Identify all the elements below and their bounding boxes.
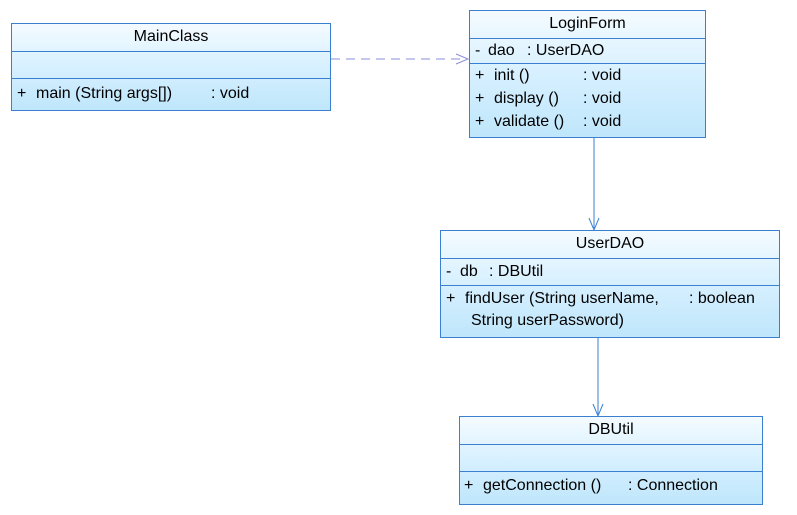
class-name: UserDAO [575, 235, 645, 252]
operation-return-type: : void [583, 90, 622, 107]
operation-return-type: : boolean [689, 290, 755, 307]
operation-visibility: + [464, 477, 474, 494]
class-userdao[interactable]: UserDAO - db : DBUtil + findUser (String… [440, 230, 780, 338]
attribute-type: : DBUtil [489, 263, 544, 280]
operation-visibility: + [17, 85, 27, 102]
attributes-compartment [12, 51, 330, 78]
operation-signature: main (String args[]) [36, 85, 173, 102]
operation-return-type: : Connection [628, 477, 718, 494]
attribute-name: dao [488, 42, 515, 59]
operation-return-type: : void [583, 67, 622, 84]
class-name: MainClass [133, 28, 209, 45]
attributes-compartment [460, 444, 762, 471]
operations-compartment: + findUser (String userName, : boolean S… [441, 285, 779, 337]
operations-compartment: + getConnection () : Connection [460, 471, 762, 504]
class-mainclass[interactable]: MainClass + main (String args[]) : void [11, 23, 331, 111]
operation-return-type: : void [583, 113, 622, 130]
operation-visibility: + [475, 113, 485, 130]
operation-signature: validate () [494, 113, 565, 130]
attributes-compartment: - dao : UserDAO [470, 38, 705, 63]
operation-signature: display () [494, 90, 559, 107]
class-name: DBUtil [588, 421, 634, 438]
attribute-visibility: - [446, 263, 452, 280]
operations-compartment: + main (String args[]) : void [12, 78, 330, 110]
operation-signature-line2: String userPassword) [471, 312, 624, 329]
attribute-type: : UserDAO [527, 42, 605, 59]
class-dbutil[interactable]: DBUtil + getConnection () : Connection [459, 416, 763, 505]
class-name: LoginForm [549, 15, 626, 32]
operation-return-type: : void [211, 85, 250, 102]
class-name-compartment: UserDAO [441, 231, 779, 258]
operation-visibility: + [475, 67, 485, 84]
operation-visibility: + [475, 90, 485, 107]
operation-signature: getConnection () [483, 477, 602, 494]
attribute-name: db [460, 263, 478, 280]
operation-signature: init () [494, 67, 530, 84]
operation-visibility: + [446, 290, 456, 307]
operation-signature-line1: findUser (String userName, [465, 290, 659, 307]
operations-compartment: + init () : void + display () : void + v… [470, 63, 705, 137]
class-name-compartment: DBUtil [460, 417, 762, 444]
class-name-compartment: MainClass [12, 24, 330, 51]
dependency-arrowhead [455, 53, 470, 65]
attribute-visibility: - [475, 42, 481, 59]
class-name-compartment: LoginForm [470, 11, 705, 38]
attributes-compartment: - db : DBUtil [441, 258, 779, 285]
class-loginform[interactable]: LoginForm - dao : UserDAO + init () : vo… [469, 10, 706, 138]
